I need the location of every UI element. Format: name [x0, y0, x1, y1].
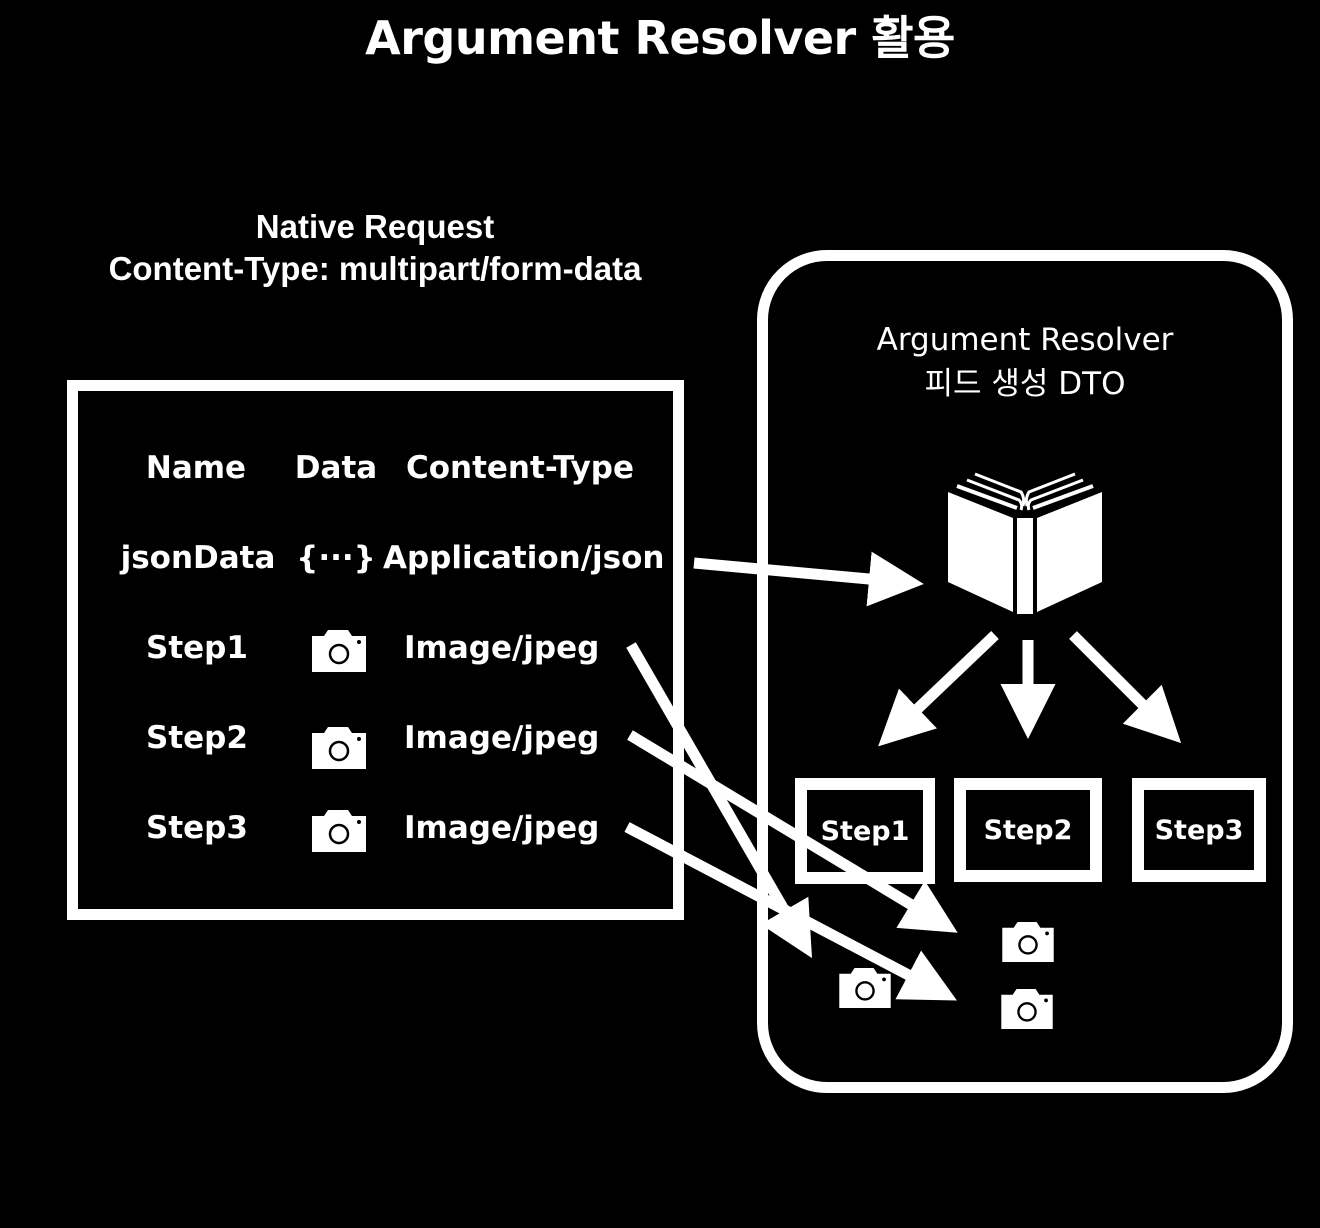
camera-icon	[312, 630, 366, 672]
row-step3-content-type: Image/jpeg	[404, 810, 600, 846]
header-name: Name	[145, 450, 247, 486]
native-request-box	[67, 380, 684, 920]
header-data: Data	[294, 450, 378, 486]
argument-resolver-box	[757, 250, 1293, 1093]
arrow-dto-to-step3	[1069, 631, 1182, 744]
argument-resolver-heading: Argument Resolver 피드 생성 DTO	[820, 318, 1230, 406]
arrow-step3-image	[624, 822, 957, 1001]
camera-icon	[312, 727, 366, 769]
header-content-type: Content-Type	[405, 450, 635, 486]
row-step1-name: Step1	[146, 630, 248, 666]
native-request-heading: Native Request Content-Type: multipart/f…	[40, 206, 710, 290]
row-step1-content-type: Image/jpeg	[404, 630, 600, 666]
row-step3-name: Step3	[146, 810, 248, 846]
camera-icon	[312, 810, 366, 852]
row-step2-name: Step2	[146, 720, 248, 756]
arrow-jsondata-to-dto	[693, 551, 924, 607]
arrow-dto-to-step1	[878, 631, 999, 747]
dto-step1-label: Step1	[820, 815, 910, 847]
row-jsondata-name: jsonData	[120, 540, 276, 576]
camera-icon	[1001, 989, 1053, 1029]
argument-resolver-title: Argument Resolver	[876, 322, 1174, 358]
dto-step2-box: Step2	[954, 778, 1102, 882]
dto-step3-label: Step3	[1154, 814, 1244, 846]
open-book-icon	[948, 472, 1102, 614]
camera-icon	[839, 968, 891, 1008]
row-step2-content-type: Image/jpeg	[404, 720, 600, 756]
native-request-title: Native Request	[255, 208, 495, 245]
page-title: Argument Resolver 활용	[365, 11, 955, 65]
dto-title: 피드 생성 DTO	[924, 366, 1126, 402]
arrow-step2-image	[627, 730, 958, 933]
dto-step3-box: Step3	[1132, 778, 1266, 882]
row-jsondata-content-type: Application/json	[383, 540, 665, 576]
row-jsondata-data: {···}	[296, 540, 376, 576]
native-request-content-type: Content-Type: multipart/form-data	[108, 250, 642, 287]
dto-step2-label: Step2	[983, 814, 1073, 846]
camera-icon	[1002, 922, 1054, 962]
